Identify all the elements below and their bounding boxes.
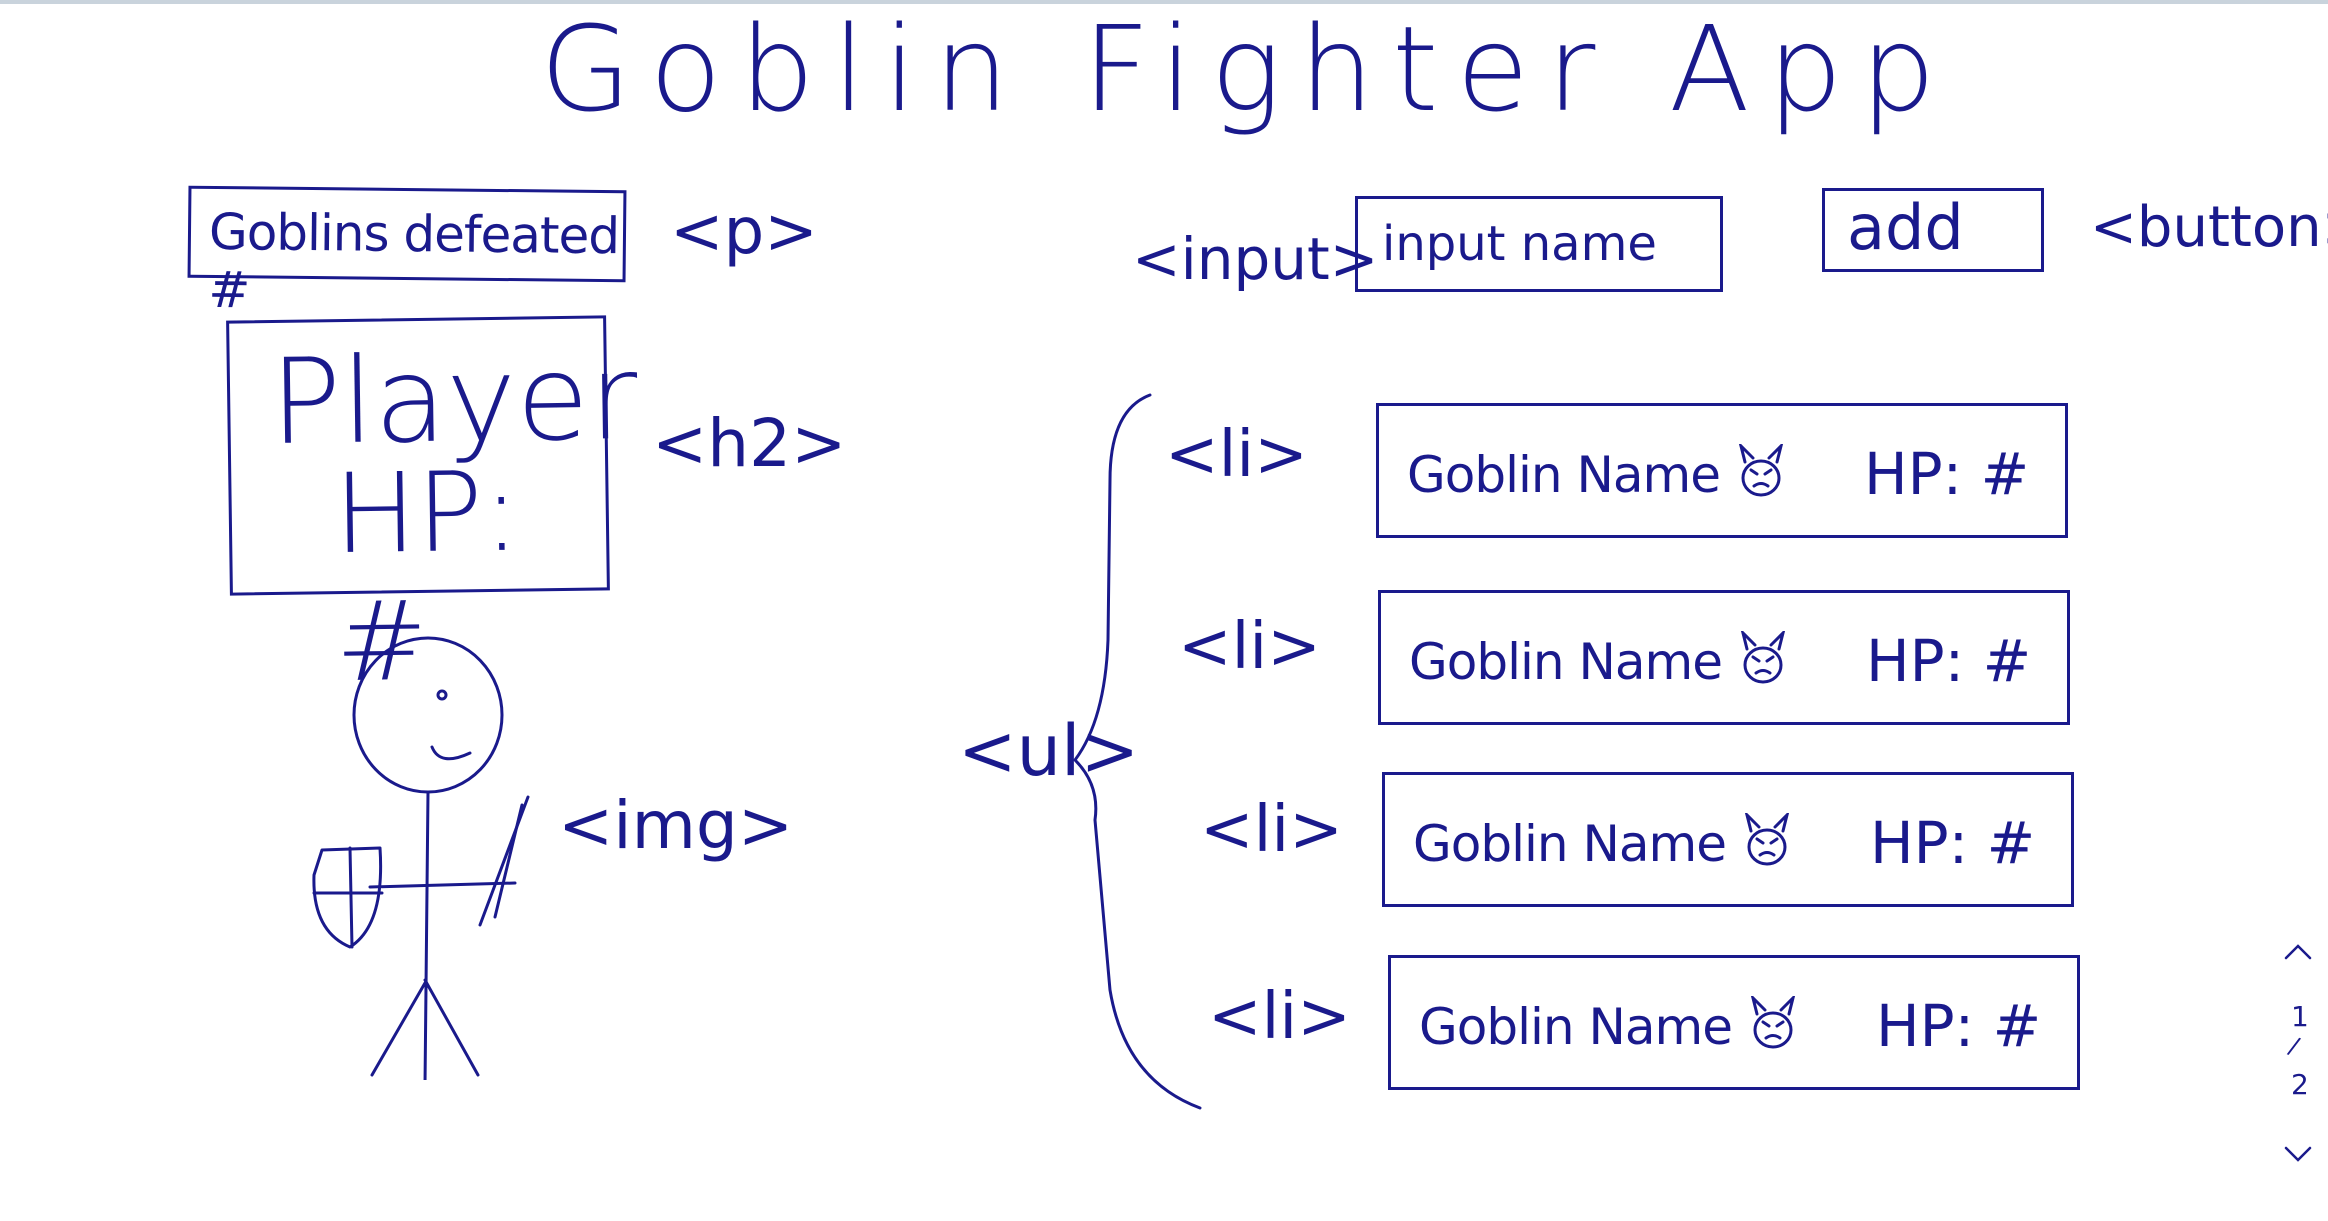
goblin-face-icon [1738, 444, 1784, 497]
goblin-list-item[interactable]: Goblin Name HP: # [1382, 772, 2074, 907]
h2-tag-label: <h2> [652, 405, 847, 482]
li-tag-label: <li> [1165, 418, 1308, 492]
total-page-count: 2 [2291, 1068, 2309, 1101]
goblin-face-icon [1740, 631, 1786, 684]
current-page-number: 1 [2291, 1000, 2309, 1033]
top-border [0, 0, 2328, 4]
goblin-hp: HP: # [1876, 992, 2042, 1060]
li-tag-label: <li> [1200, 793, 1343, 867]
goblin-name: Goblin Name [1407, 446, 1721, 504]
goblin-list-item[interactable]: Goblin Name HP: # [1376, 403, 2068, 538]
add-goblin-button[interactable]: add [1822, 188, 2044, 272]
page-title: Goblin Fighter App [540, 0, 1954, 138]
goblin-hp: HP: # [1866, 627, 2032, 695]
goblin-name: Goblin Name [1419, 998, 1733, 1056]
p-tag-label: <p> [670, 195, 818, 269]
input-tag-label: <input> [1132, 225, 1379, 293]
page-up-chevron-icon[interactable] [2283, 938, 2313, 968]
goblin-list-item[interactable]: Goblin Name HP: # [1388, 955, 2080, 1090]
goblin-list-item[interactable]: Goblin Name HP: # [1378, 590, 2070, 725]
player-hp-box: Player HP: # [226, 315, 638, 706]
ul-tag-label: <ul> [958, 710, 1140, 792]
list-brace [1073, 393, 1202, 1110]
goblin-hp: HP: # [1870, 809, 2036, 877]
li-tag-label: <li> [1178, 610, 1321, 684]
goblin-hp: HP: # [1864, 440, 2030, 508]
button-tag-label: <button> [2090, 195, 2328, 260]
goblin-name: Goblin Name [1409, 633, 1723, 691]
player-stick-figure-image [312, 636, 530, 1080]
goblins-defeated-box: Goblins defeated # [187, 185, 627, 319]
goblin-face-icon [1750, 996, 1796, 1049]
li-tag-label: <li> [1208, 980, 1351, 1054]
goblin-face-icon [1744, 813, 1790, 866]
img-tag-label: <img> [558, 787, 794, 864]
page-separator: / [2285, 1031, 2303, 1061]
goblin-name-input[interactable] [1355, 196, 1723, 292]
goblin-name: Goblin Name [1413, 815, 1727, 873]
page-down-chevron-icon[interactable] [2283, 1138, 2313, 1168]
goblins-defeated-text: Goblins defeated # [208, 202, 620, 320]
